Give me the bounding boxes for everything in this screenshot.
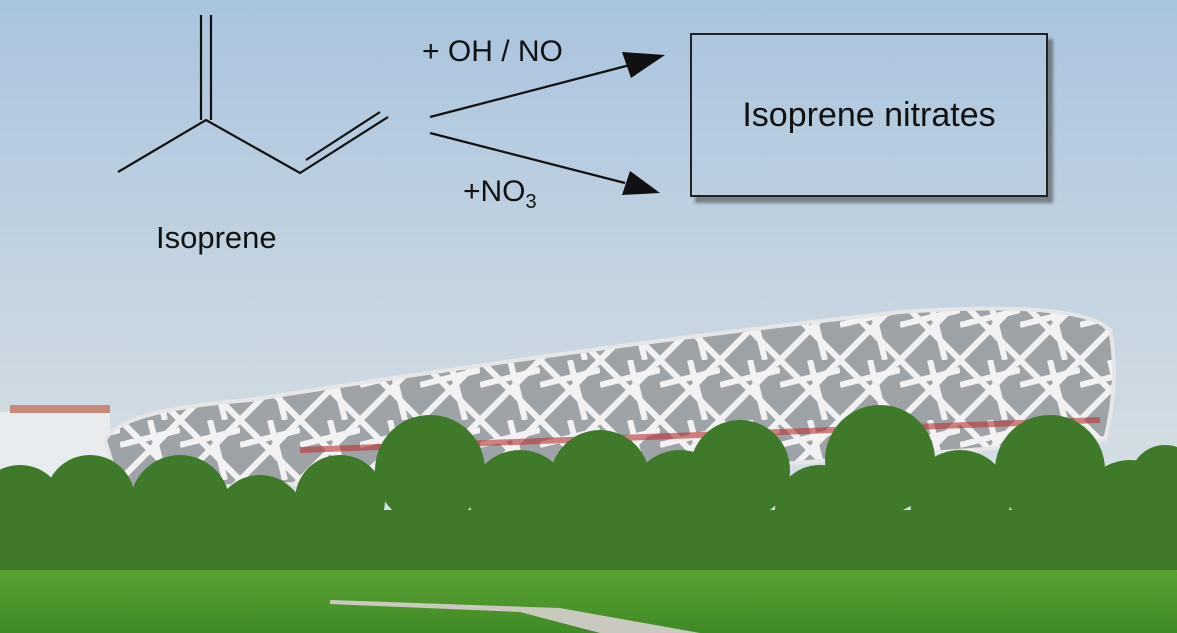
arrow-no3 — [429, 131, 626, 185]
reaction-arrows — [429, 52, 665, 195]
reagent-no3-main: +NO — [463, 175, 526, 208]
isoprene-structure — [117, 15, 389, 175]
product-box: Isoprene nitrates — [690, 33, 1048, 197]
arrow-oh-no — [429, 63, 631, 119]
path — [330, 600, 700, 633]
reagent-oh-no: + OH / NO — [422, 35, 563, 68]
reagent-no3: +NO3 — [463, 175, 537, 214]
product-label: Isoprene nitrates — [742, 95, 996, 134]
reactant-label: Isoprene — [156, 220, 277, 255]
trees — [0, 405, 1177, 570]
reagent-no3-subscript: 3 — [525, 191, 537, 213]
